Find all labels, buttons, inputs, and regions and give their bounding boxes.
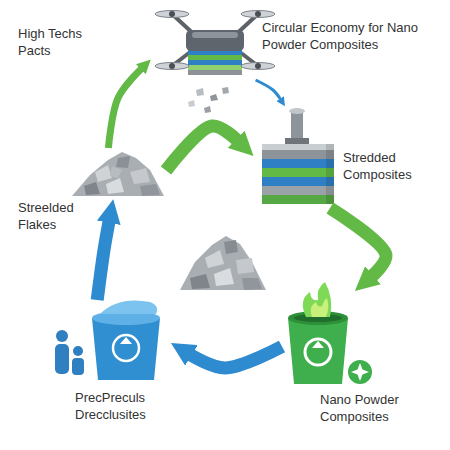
person-body [55, 344, 69, 374]
flake [188, 100, 195, 107]
flake [242, 278, 262, 290]
flake [140, 184, 160, 196]
stage-node: Stredded Composites [258, 106, 338, 208]
drone [155, 11, 275, 76]
flake [196, 88, 204, 96]
flake [84, 182, 100, 195]
bin-flame [303, 282, 331, 317]
flake [106, 178, 124, 194]
flake-pile [72, 152, 164, 196]
stack-shadow [326, 144, 334, 204]
flake [204, 106, 211, 113]
flow-arrow [190, 347, 282, 368]
recycle-arrow [120, 337, 132, 344]
recycle-symbol [113, 335, 139, 361]
flake [214, 268, 234, 286]
stage-label: Stredded Composites [343, 150, 423, 184]
centre-pile [180, 236, 266, 290]
recycle-arrow [312, 341, 324, 348]
stack-layer [262, 168, 334, 177]
flake [210, 94, 218, 101]
stack-layer [262, 195, 334, 204]
rotor-hub [255, 63, 261, 69]
composite-layer [188, 60, 242, 65]
drone-highlight [192, 32, 238, 38]
stage-node: PrecPreculs Drecclusites [50, 300, 168, 384]
flake [224, 240, 238, 254]
stack-layer [262, 177, 334, 186]
bin-flame-core [311, 298, 329, 317]
flake [222, 87, 229, 94]
container-lid [100, 301, 157, 315]
pile-base [180, 236, 266, 290]
precursor-container [55, 301, 160, 381]
stage-label: High Techs Pacts [18, 26, 98, 60]
flow-arrow [108, 69, 141, 148]
connectors [97, 69, 386, 368]
stack-layer [262, 186, 334, 195]
press-stack [262, 108, 334, 204]
stage-node: High Techs Pacts [150, 6, 270, 80]
flow-arrow [166, 126, 237, 171]
flake [95, 165, 112, 182]
propeller [241, 11, 275, 18]
propeller [155, 11, 189, 18]
flake [205, 250, 224, 268]
diagram-title: Circular Economy for Nano Powder Composi… [262, 20, 440, 54]
propeller [155, 63, 189, 70]
badge [347, 359, 373, 385]
badge-star [351, 363, 369, 381]
stage-label: Streelded Flakes [18, 200, 90, 234]
flake [190, 274, 210, 289]
stack-layer [262, 150, 334, 159]
recycle-symbol [305, 339, 331, 365]
stage-label: Nano Powder Composites [320, 392, 416, 426]
rotor-hub [255, 11, 261, 17]
rotor-hub [169, 11, 175, 17]
rotor-hub [169, 63, 175, 69]
stack-top [262, 144, 334, 150]
stack-layer [262, 159, 334, 168]
press-flange [285, 138, 309, 144]
composite-layer [188, 70, 242, 75]
drone-body [186, 30, 244, 51]
flow-arrow [97, 222, 109, 300]
bin-body [288, 318, 348, 384]
falling-flakes [188, 87, 229, 113]
person-head [56, 330, 68, 342]
pile-base [72, 152, 164, 196]
flake [236, 258, 254, 274]
stage-node: Streelded Flakes [70, 148, 166, 198]
composite-layer [188, 65, 242, 70]
flake [110, 166, 122, 178]
press-cap [289, 108, 305, 114]
flow-arrow [256, 80, 281, 99]
title-block: Circular Economy for Nano Powder Composi… [262, 20, 440, 54]
propeller [241, 63, 275, 70]
flake [130, 168, 150, 184]
composite-layer [188, 55, 242, 60]
container-body [92, 318, 160, 380]
flow-arrow [330, 208, 386, 276]
stage-label: PrecPreculs Drecclusites [75, 390, 175, 424]
flake [116, 156, 130, 168]
recycle-bin [288, 282, 373, 385]
person-body [72, 358, 84, 375]
person-head [73, 346, 83, 356]
stage-node: Nano Powder Composites [282, 296, 378, 388]
